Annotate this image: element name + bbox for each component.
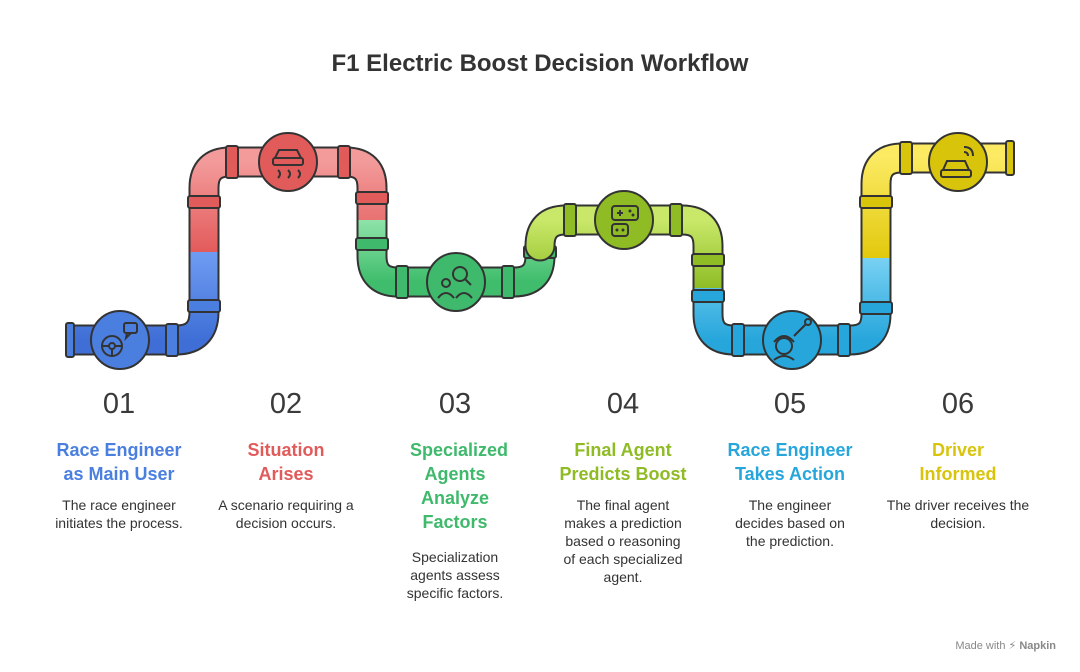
step-number: 01: [102, 388, 136, 420]
step-label: Specialized Agents Analyze Factors: [410, 440, 509, 532]
pipe-segment-01: [65, 252, 221, 358]
step-02: 02 Situation Arises A scenario requiring…: [211, 384, 361, 532]
step-description: Specialization agents assess specific fa…: [406, 549, 504, 601]
napkin-brand: Napkin: [1019, 640, 1056, 652]
car-skid-icon: [258, 132, 318, 192]
team-analysis-icon: [426, 252, 486, 312]
napkin-logo-icon: ⚡: [1008, 640, 1017, 652]
robot-controller-icon: [594, 190, 654, 250]
step-number: 05: [773, 388, 807, 420]
step-description: The driver receives the decision.: [886, 497, 1030, 531]
connected-car-icon: [928, 132, 988, 192]
step-03: 03 Specialized Agents Analyze Factors Sp…: [380, 384, 530, 602]
step-label: Driver Informed: [919, 440, 997, 484]
step-description: A scenario requiring a decision occurs.: [218, 497, 354, 531]
made-with-text: Made with: [955, 640, 1006, 652]
engineer-wrench-icon: [762, 310, 822, 370]
napkin-watermark: Made with ⚡ Napkin: [955, 639, 1056, 652]
pipe-segment-06: [859, 140, 1015, 258]
step-04: 04 Final Agent Predicts Boost The final …: [548, 384, 698, 586]
step-label: Situation Arises: [247, 440, 325, 484]
step-description: The engineer decides based on the predic…: [735, 497, 845, 549]
step-number: 03: [438, 388, 472, 420]
step-label: Race Engineer Takes Action: [727, 440, 853, 484]
step-description: The race engineer initiates the process.: [55, 497, 183, 531]
step-number: 02: [269, 388, 303, 420]
step-label: Final Agent Predicts Boost: [559, 440, 687, 484]
steering-wheel-chat-icon: [90, 310, 150, 370]
step-05: 05 Race Engineer Takes Action The engine…: [715, 384, 865, 550]
step-label: Race Engineer as Main User: [56, 440, 182, 484]
step-description: The final agent makes a prediction based…: [563, 497, 683, 585]
page-title: F1 Electric Boost Decision Workflow: [331, 50, 749, 77]
step-number: 04: [606, 388, 640, 420]
step-06: 06 Driver Informed The driver receives t…: [883, 384, 1033, 532]
step-01: 01 Race Engineer as Main User The race e…: [44, 384, 194, 532]
step-number: 06: [941, 388, 975, 420]
